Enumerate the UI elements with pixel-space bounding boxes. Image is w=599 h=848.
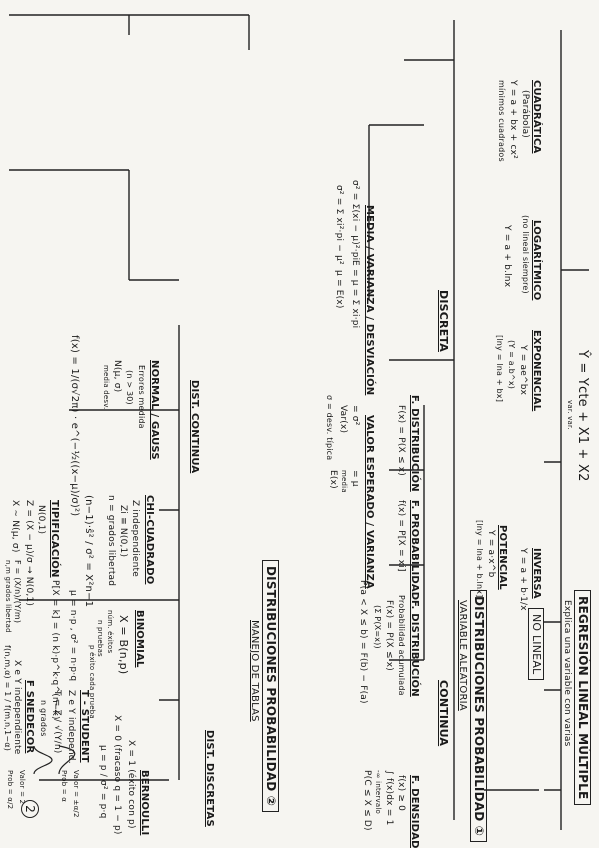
distribucion-c-l2: F(x) = P(X ≤ x) xyxy=(384,600,394,671)
chi-l1: Z independiente xyxy=(130,500,140,577)
normal-title: NORMAL / GAUSS xyxy=(149,360,160,460)
snedecor-l2: F = (X/n)/(Y/m) xyxy=(13,560,22,624)
logaritmico-sub: (no lineal siempre) xyxy=(521,215,530,294)
dist-prob-2-title: DISTRIBUCIONES PROBABILIDAD ② xyxy=(262,560,279,813)
normal-l2: (n > 30) xyxy=(125,370,134,405)
valor-esperado-l3: E(x) xyxy=(328,470,338,489)
densidad-l4: P(C ≤ X ≤ D) xyxy=(362,770,372,831)
tipificacion-l2: Z = (X − μ)/σ → N(0,1) xyxy=(24,500,34,607)
continua-label: CONTINUA xyxy=(437,680,450,747)
bernoulli-l1: X = 1 (éxito con p) xyxy=(126,740,136,829)
media-l1: E = μ = Σ xi·pi xyxy=(350,260,360,329)
chi-l4: (n−1)·ŝ² / σ² = X²n−1 xyxy=(83,495,94,608)
valor-esperado-l5: Var(x) xyxy=(338,405,348,434)
tipificacion-l1: N(0,1) xyxy=(36,505,46,535)
chi-l3: n = grados libertad xyxy=(106,495,116,587)
snedecor-l3: n,m grados libertad xyxy=(4,560,12,633)
distribucion-c-title: F. DISTRIBUCIÓN xyxy=(409,600,420,697)
normal-l1: Errores medida xyxy=(137,365,146,429)
snedecor-l1: X e Y independiente xyxy=(12,660,22,755)
binomial-l3: n pruebas xyxy=(96,620,104,657)
probabilidad-title: F. PROBABILIDAD xyxy=(409,500,420,601)
probabilidad-l1: f(x) = P[X = xi] xyxy=(396,500,406,572)
snedecor-l4: f(n,m,α) = 1 / f(m,n,1−α) xyxy=(3,645,12,752)
cuadratica-title: CUADRÁTICA xyxy=(531,80,542,154)
exponencial-line2: (Y = a.b^x) xyxy=(507,340,516,390)
valor-esperado-l4: = σ² xyxy=(350,405,360,426)
potencial-title: POTENCIAL xyxy=(497,525,508,590)
inversa-formula: Y = a + b·1/x xyxy=(518,548,528,611)
valor-esperado-l6: σ = desv. típica xyxy=(325,395,334,461)
potencial-formula: Y = a·x^b xyxy=(486,530,496,578)
dist-discretas-label: DIST. DISCRETAS xyxy=(204,730,215,827)
regresion-title: REGRESIÓN LINEAL MÚLTIPLE xyxy=(574,590,591,806)
cuadratica-formula: Y = a + bx + cx² xyxy=(508,80,518,159)
densidad-l3: -∞ intervalo xyxy=(374,770,382,814)
discreta-label: DISCRETA xyxy=(437,290,450,352)
chi-l2: Zi ≡ N(0,1) xyxy=(118,505,128,558)
media-l3: μ = E(x) xyxy=(334,270,344,309)
densidad-l2: ∫ f(x)dx = 1 xyxy=(384,770,394,826)
distribucion-d-title: F. DISTRIBUCIÓN xyxy=(409,395,420,492)
chi-title: CHI-CUADRADO xyxy=(144,495,155,585)
valor-esperado-l2: media xyxy=(340,470,348,493)
distribucion-d-l1: F(x) = P(X ≤ x) xyxy=(396,405,406,476)
cuadratica-sub: (Parábola) xyxy=(520,90,530,139)
snedecor-title: F SNEDECOR xyxy=(24,680,35,754)
student-l3: n grados xyxy=(39,700,48,737)
binomial-l2: núm. éxitos xyxy=(106,610,114,654)
student-title: T - STUDENT xyxy=(79,690,90,763)
student-l4: Valor = ±α/2 xyxy=(72,770,80,818)
normal-l5: f(x) = 1/(σ√2π) · e^(−½((x−μ)/σ)²) xyxy=(69,335,80,517)
normal-l4: media desv. xyxy=(102,365,110,410)
bernoulli-l3: μ = p / σ² = p·q xyxy=(98,745,108,819)
snedecor-curve-sketch xyxy=(57,745,79,775)
densidad-title: F. DENSIDAD xyxy=(409,775,420,848)
normal-l3: N(μ, σ) xyxy=(112,360,122,393)
potencial-line2: [lny = lna + b.lnx] xyxy=(475,520,484,598)
snedecor-l5: Valor = 2 xyxy=(18,770,26,805)
media-l2: σ² = Σ(xi − μ)²·pi xyxy=(350,180,360,261)
manejo-tablas-label: MANEJO DE TABLAS xyxy=(249,620,260,722)
tipificacion-l3: X ~ N(μ, σ) xyxy=(10,500,20,553)
exponencial-title: EXPONENCIAL xyxy=(531,330,542,412)
logaritmico-title: LOGARÍTMICO xyxy=(531,220,542,301)
logaritmico-formula: Y = a + b.lnx xyxy=(502,225,512,288)
regresion-formula-sub: var. var. xyxy=(566,400,574,430)
regresion-formula: Ŷ = Ycte + X1 + X2 xyxy=(575,350,590,482)
regresion-subtitle: Explica una variable con varias xyxy=(562,600,572,747)
distribucion-c-l3: (Σ P(X=x)) xyxy=(373,605,382,649)
media-title: MEDIA / VARIANZA / DESVIACIÓN xyxy=(364,205,375,396)
binomial-l5: μ = n·p , σ² = n·p·q xyxy=(68,590,78,682)
dist-prob-1-title: DISTRIBUCIONES PROBABILIDAD ① xyxy=(470,590,487,843)
bernoulli-l2: X = 0 (fracaso q = 1 − p) xyxy=(112,715,122,835)
media-l4: σ² = Σ xi²·pi − μ² xyxy=(334,185,344,265)
distribucion-c-l1: Probabilidad acumulada xyxy=(397,595,406,696)
dist-continua-label: DIST. CONTINUA xyxy=(189,380,200,474)
student-l2: T = Z / √(Y/n) xyxy=(52,690,62,754)
cuadratica-note: mínimos cuadrados xyxy=(497,80,506,162)
binomial-l1: X = B(n,p) xyxy=(117,615,130,675)
bernoulli-title: BERNOULLI xyxy=(139,770,150,836)
distribucion-c-l4: P(a < X ≤ b) = F(b) − F(a) xyxy=(358,580,368,704)
no-lineal-label: NO LINEAL xyxy=(528,608,544,681)
student-curve-sketch xyxy=(32,745,54,775)
snedecor-l6: Prob = α/2 xyxy=(6,770,14,810)
binomial-title: BINOMIAL xyxy=(134,610,145,668)
densidad-l1: f(x) ≥ 0 xyxy=(396,775,406,812)
tipificacion-title: TIPIFICACIÓN xyxy=(49,500,60,578)
exponencial-line3: [lny = lna + bx] xyxy=(495,335,504,403)
valor-esperado-title: VALOR ESPERADO / VARIANZA xyxy=(364,415,375,589)
valor-esperado-l1: = μ xyxy=(350,470,360,487)
inversa-title: INVERSA xyxy=(531,548,542,599)
exponencial-formula: Y = ae^bx xyxy=(518,345,528,396)
variable-aleatoria-label: VARIABLE ALEATORIA xyxy=(457,600,468,711)
